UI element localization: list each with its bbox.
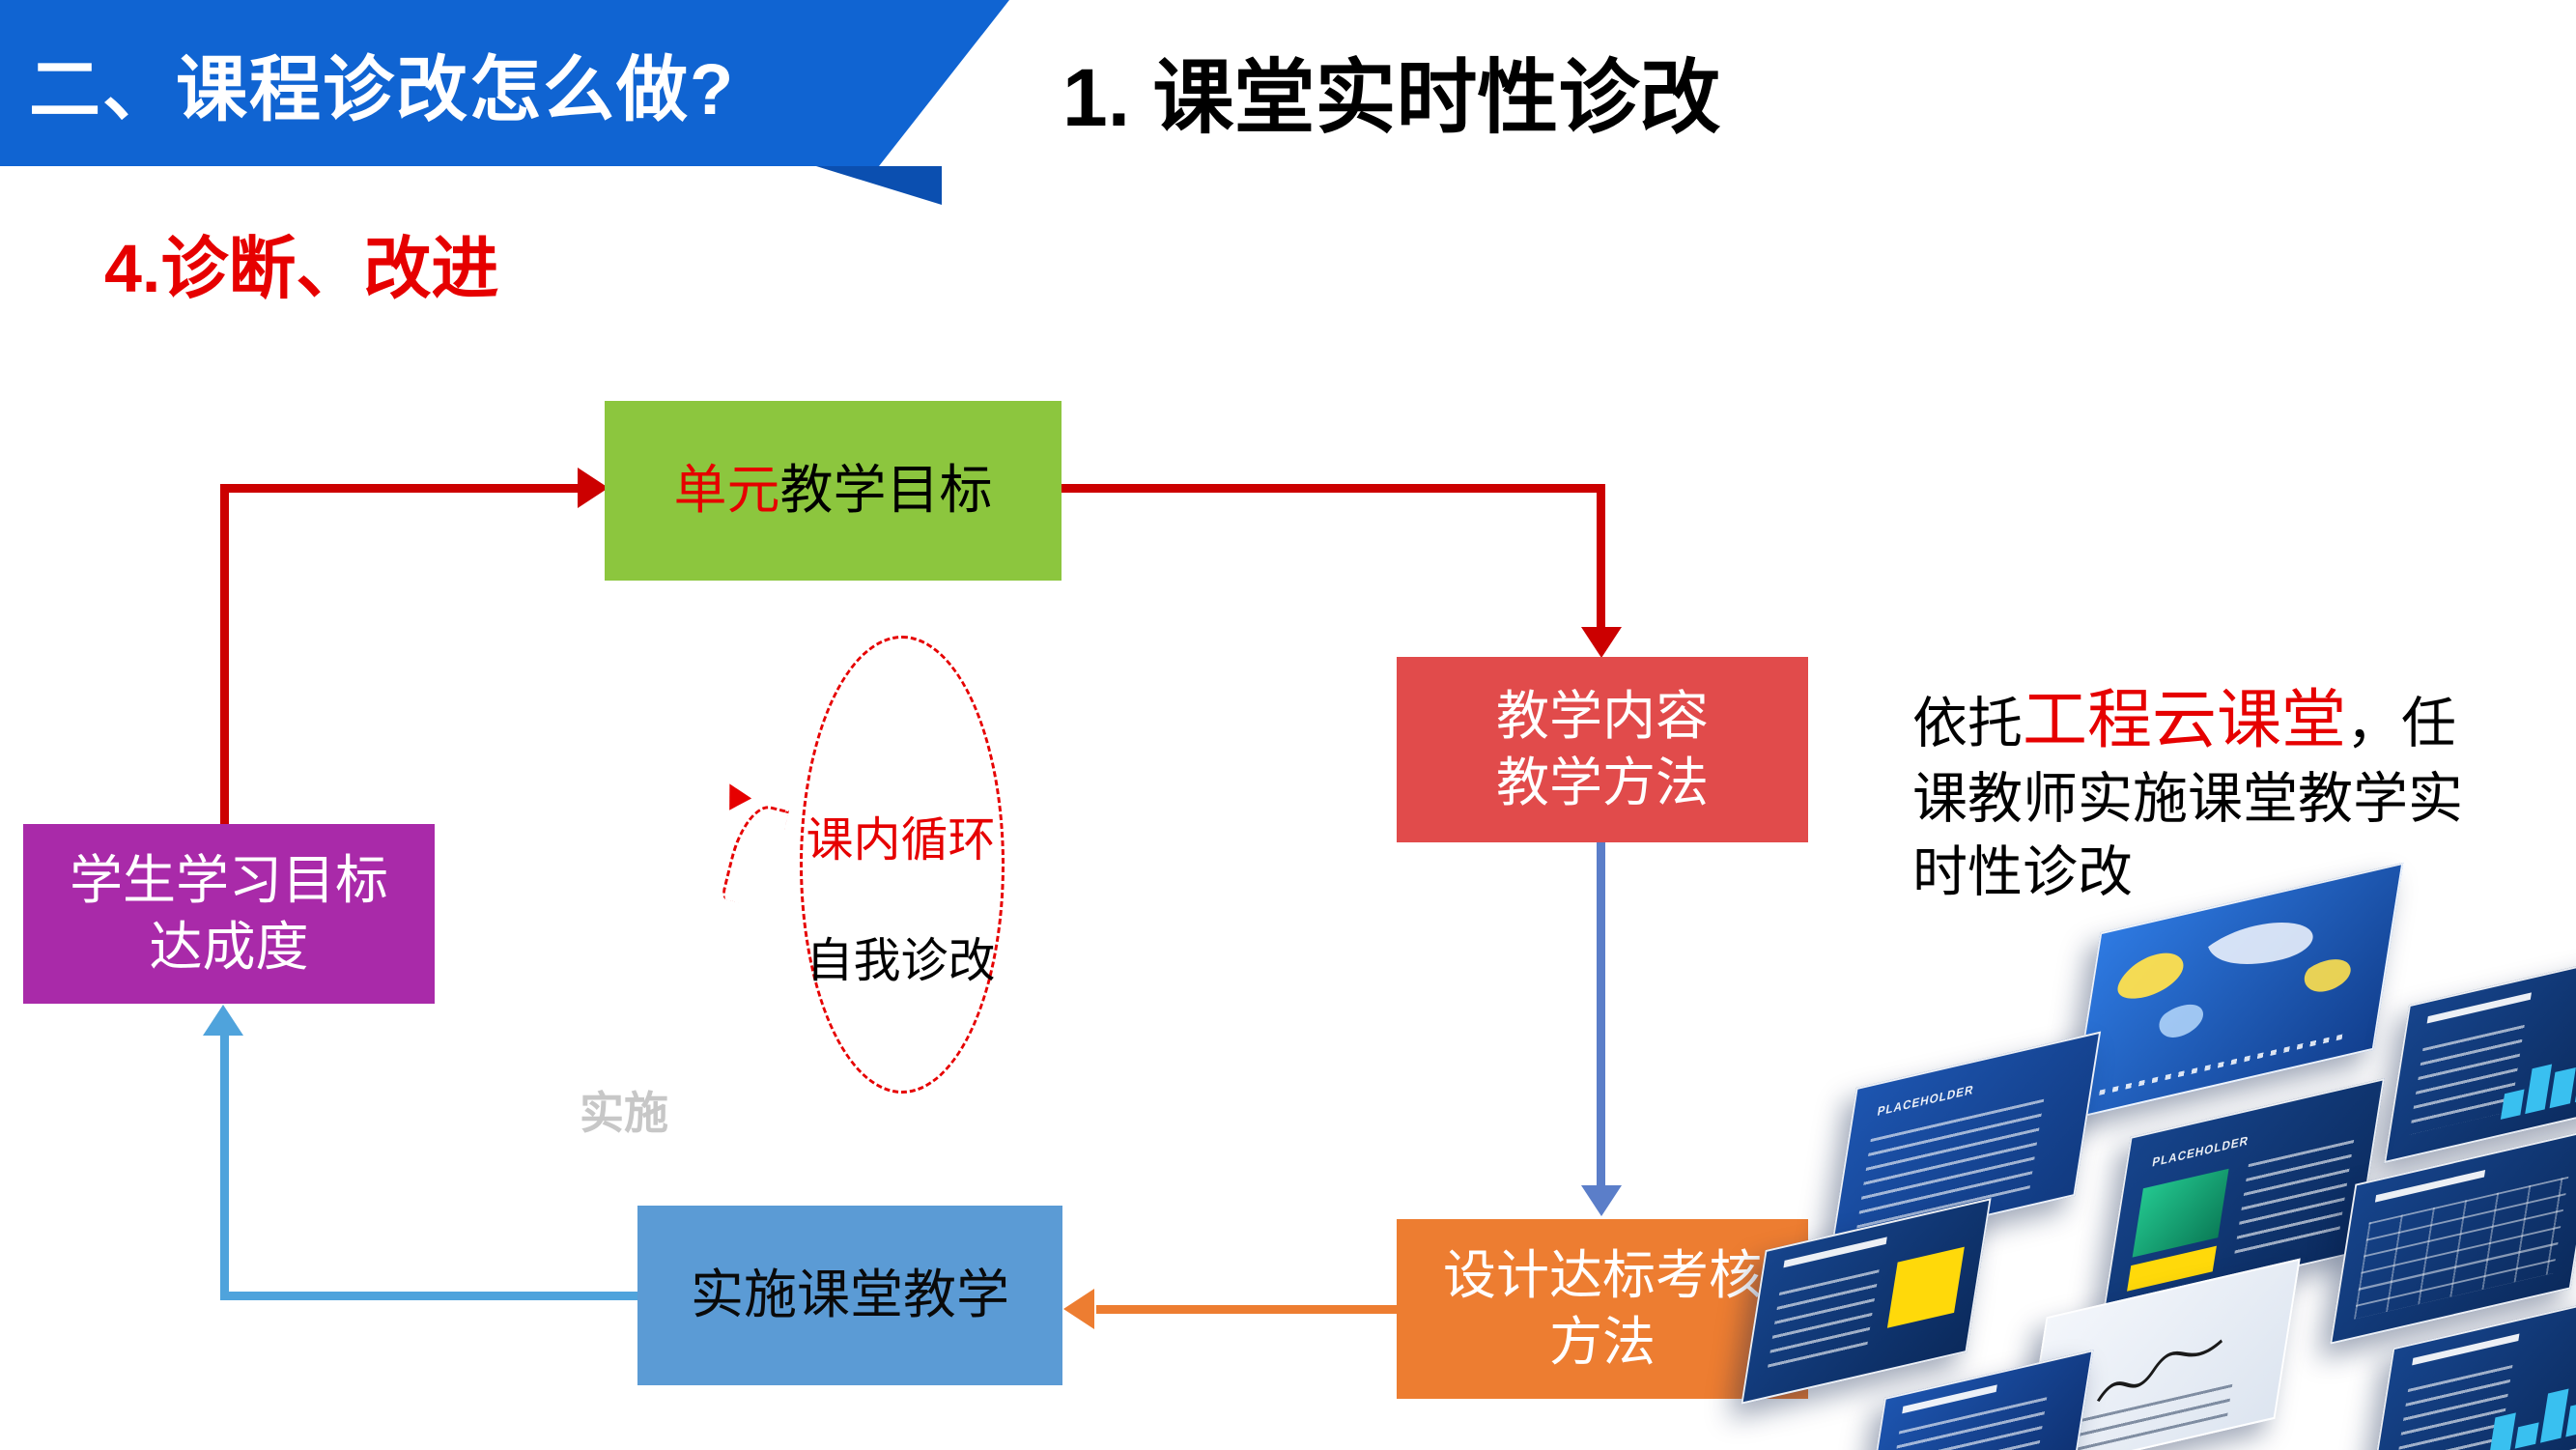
cycle-arrow-head [718,778,752,810]
arrow-head-left-orange [1063,1289,1094,1329]
cycle-subtitle: 自我诊改 [806,935,996,987]
thumb-title-bar [1783,1237,1887,1268]
unit-goal-highlight: 单元 [673,460,780,521]
arrow-head-right-red [578,468,609,508]
thumb-text-lines [2233,1140,2354,1261]
flow-box-teaching-content-method: 教学内容 教学方法 [1397,657,1808,842]
flow-box-unit-teaching-goal: 单元教学目标 [605,401,1062,581]
implement-label: 实施课堂教学 [690,1265,1009,1325]
arrow-content-to-assessment [1597,842,1605,1186]
teaching-content-line1: 教学内容 [1495,685,1709,746]
thumb-accent-block [1887,1246,1966,1328]
thumb-title-bar [2374,1169,2485,1203]
arrow-student-to-unit-horizontal [220,484,578,493]
thumb-placeholder-label: PLACEHOLDER [1876,1082,1975,1120]
arrow-unit-to-content-horizontal [1062,484,1602,493]
subtitle-diagnose-improve: 4.诊断、改进 [104,231,499,306]
thumb-title-bar [1901,1384,1997,1414]
note-suffix: ，任课教师实施课堂教学实时性诊改 [1912,693,2463,903]
section-title: 1. 课堂实时性诊改 [1062,52,1721,143]
assessment-line1: 设计达标考核 [1442,1244,1762,1305]
note-text: 依托工程云课堂，任课教师实施课堂教学实时性诊改 [1912,678,2482,909]
arrow-unit-to-content-vertical [1597,484,1605,629]
flow-box-implement-classroom-teaching: 实施课堂教学 [637,1206,1062,1385]
arrow-implement-to-student-horizontal [220,1292,637,1300]
arrow-student-to-unit-vertical [220,484,229,824]
flow-box-design-assessment-method: 设计达标考核 方法 [1397,1219,1808,1399]
arrow-assessment-to-implement [1096,1305,1397,1314]
arrow-head-down-red [1581,627,1622,658]
banner-fold-decoration [816,166,942,205]
flow-box-student-goal-achievement: 学生学习目标 达成度 [23,824,435,1004]
thumb-placeholder-label: PLACEHOLDER [2151,1132,2250,1170]
arrow-implement-to-student-vertical [220,1034,229,1300]
watermark-text: 实施 [580,1088,668,1138]
thumb-title-bar [2427,991,2532,1023]
unit-goal-rest: 教学目标 [779,460,993,521]
slide-thumbnail-world-map [2070,862,2404,1121]
slide-thumbnail-chart [2384,952,2576,1164]
note-prefix: 依托 [1912,693,2023,754]
thumb-photo-block [2132,1168,2229,1258]
banner-title: 二、课程诊改怎么做? [29,48,736,129]
student-goal-line1: 学生学习目标 [69,849,388,910]
signature-scribble-graphic [2097,1339,2223,1402]
note-highlight: 工程云课堂 [2023,684,2346,756]
teaching-content-line2: 教学方法 [1495,753,1709,812]
slide-thumbnail-signature [2021,1258,2301,1450]
cycle-dashed-ellipse [800,636,1005,1094]
assessment-line2: 方法 [1548,1312,1656,1372]
thumb-text-lines [1766,1268,1881,1377]
student-goal-line2: 达成度 [149,917,309,977]
thumb-title-bar [2412,1333,2520,1366]
slides-collage-image: PLACEHOLDER PLACEHOLDER [1741,862,2576,1450]
unit-goal-label: 单元教学目标 [673,457,992,524]
cycle-title: 课内循环 [806,814,996,867]
world-map-graphic [2117,923,2351,1038]
header-banner: 二、课程诊改怎么做? [0,0,1009,166]
arrow-head-down-blue [1581,1185,1622,1216]
arrow-head-up-lightblue [203,1005,243,1036]
